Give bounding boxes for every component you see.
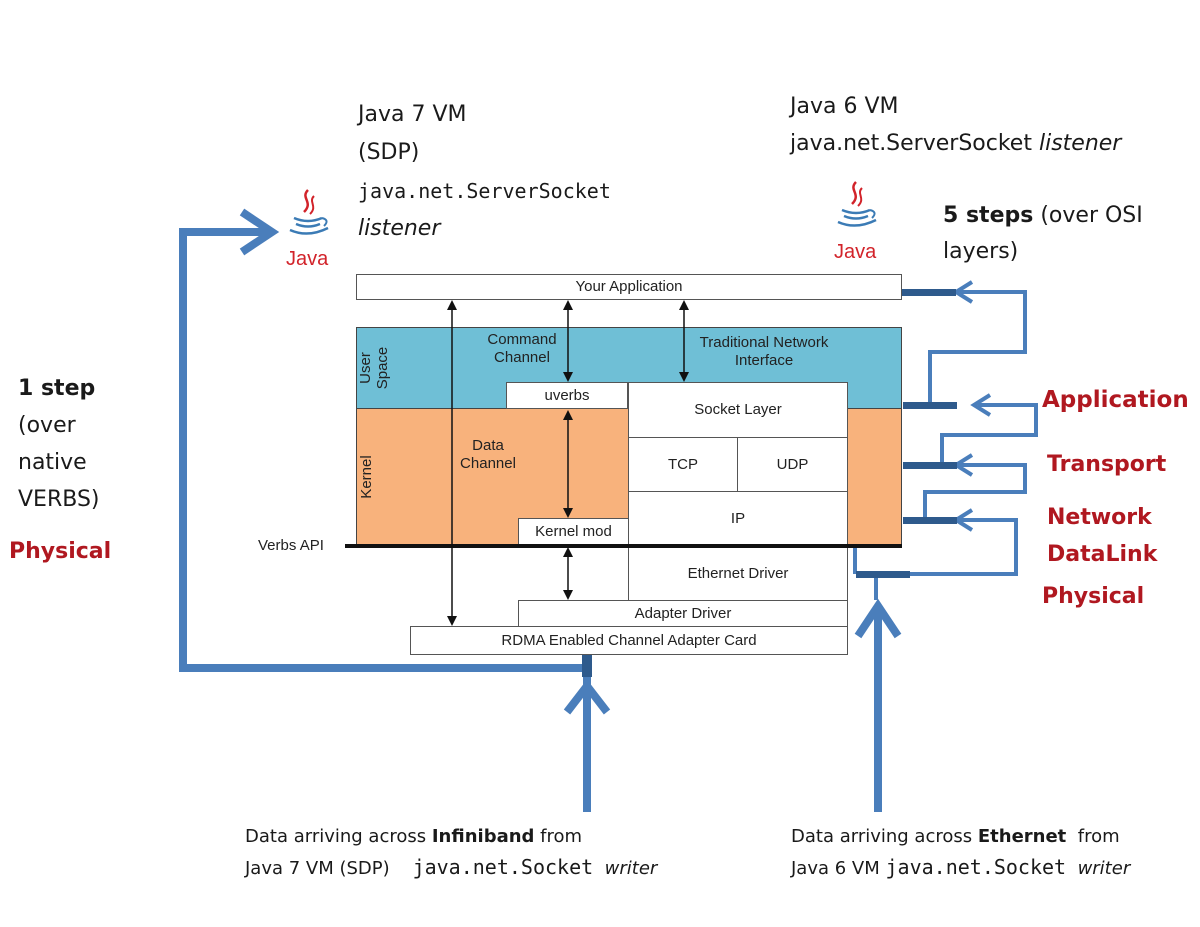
infiniband-arrowhead-bottom [563, 679, 611, 715]
five-steps-label: 5 steps (over OSI layers) [943, 198, 1143, 270]
one-step-line3: native [18, 450, 87, 475]
ip-box: IP [628, 491, 848, 546]
rdma-card-box: RDMA Enabled Channel Adapter Card [410, 626, 848, 655]
osi-transport: Transport [1047, 452, 1167, 477]
java7-listener: listener [358, 216, 441, 241]
java-logo-right [837, 181, 877, 227]
java6-listener: listener [1038, 131, 1122, 156]
data-channel-line1: Data [472, 437, 504, 454]
java7-vm-title: Java 7 VM [358, 102, 467, 127]
five-steps-rest: (over OSI [1040, 203, 1143, 228]
ethernet-caption-line1: Data arriving across Ethernet from [791, 822, 1130, 852]
one-step-label: 1 step (over native VERBS) [18, 370, 100, 518]
java6-serversocket: java.net.ServerSocket [790, 131, 1032, 156]
ethernet-arrowhead [854, 598, 902, 639]
uverbs-box: uverbs [506, 382, 628, 409]
ethernet-caption-vm: Java 6 VM [791, 858, 886, 879]
infiniband-caption-pre: Data arriving across [245, 826, 432, 847]
infiniband-caption-bold: Infiniband [431, 826, 535, 847]
java7-serversocket: java.net.ServerSocket [358, 179, 611, 203]
ethernet-caption-line2: Java 6 VM java.net.Socket writer [791, 852, 1130, 884]
transport-connector [903, 462, 957, 469]
physical-to-network-path [908, 518, 1018, 576]
java6-vm-title: Java 6 VM [790, 94, 899, 119]
java7-vm-label: Java 7 VM (SDP) java.net.ServerSocket li… [358, 96, 611, 248]
physical-connector [856, 571, 910, 578]
java6-vm-label: Java 6 VM java.net.ServerSocket listener [790, 88, 1121, 162]
osi-network: Network [1047, 505, 1152, 530]
ethernet-caption-post: from [1066, 826, 1120, 847]
infiniband-caption-socket: java.net.Socket [412, 855, 594, 879]
traditional-network-label: Traditional Network Interface [678, 334, 850, 370]
one-step-bold: 1 step [18, 376, 96, 401]
java-logo-left-text: Java [286, 248, 329, 270]
infiniband-caption-vm: Java 7 VM (SDP) [245, 858, 390, 879]
command-channel-line2: Channel [494, 349, 550, 366]
infiniband-caption-writer: writer [604, 858, 658, 879]
data-channel-line2: Channel [460, 455, 516, 472]
ethernet-caption-bold: Ethernet [977, 826, 1067, 847]
infiniband-arrowhead-top [239, 208, 280, 256]
one-step-line4: VERBS) [18, 487, 100, 512]
infiniband-caption-line2: Java 7 VM (SDP) java.net.Socket writer [245, 852, 657, 884]
one-step-line2: (over [18, 413, 76, 438]
one-step-physical: Physical [9, 539, 112, 564]
java-logo-right-text: Java [834, 241, 877, 263]
kernel-mod-box: Kernel mod [518, 518, 629, 546]
five-steps-line1: 5 steps (over OSI [943, 198, 1143, 234]
application-arrowhead [970, 393, 992, 417]
app-connector [902, 289, 956, 296]
verbs-api-label: Verbs API [258, 537, 324, 554]
network-connector [903, 517, 957, 524]
network-to-transport-path [923, 463, 1027, 520]
five-steps-bold: 5 steps [943, 203, 1034, 228]
osi-datalink: DataLink [1047, 542, 1158, 567]
application-connector [903, 402, 957, 409]
infiniband-caption-post: from [534, 826, 583, 847]
command-channel-line1: Command [487, 331, 557, 348]
java6-serversocket-line: java.net.ServerSocket listener [790, 125, 1121, 162]
osi-application: Application [1042, 387, 1189, 413]
infiniband-caption-line1: Data arriving across Infiniband from [245, 822, 657, 852]
traditional-network-line2: Interface [734, 352, 794, 369]
java-logo-left [289, 189, 329, 235]
java7-vm-sdp: (SDP) [358, 140, 420, 165]
transport-to-application-path [940, 403, 1038, 465]
ethernet-caption-socket: java.net.Socket [885, 855, 1067, 879]
ethernet-driver-box: Ethernet Driver [628, 546, 848, 601]
osi-physical: Physical [1042, 584, 1145, 609]
ethernet-caption: Data arriving across Ethernet from Java … [791, 822, 1130, 884]
data-channel-label: Data Channel [450, 437, 526, 473]
application-to-app-path [928, 290, 1027, 405]
ethernet-caption-pre: Data arriving across [791, 826, 978, 847]
traditional-network-line1: Traditional Network [699, 334, 829, 351]
your-application-box: Your Application [356, 274, 902, 300]
rdma-connector [582, 655, 592, 677]
ethernet-caption-writer: writer [1077, 858, 1131, 879]
command-channel-label: Command Channel [474, 331, 570, 367]
infiniband-caption: Data arriving across Infiniband from Jav… [245, 822, 657, 884]
five-steps-line2: layers) [943, 239, 1019, 264]
infiniband-path [179, 228, 591, 812]
